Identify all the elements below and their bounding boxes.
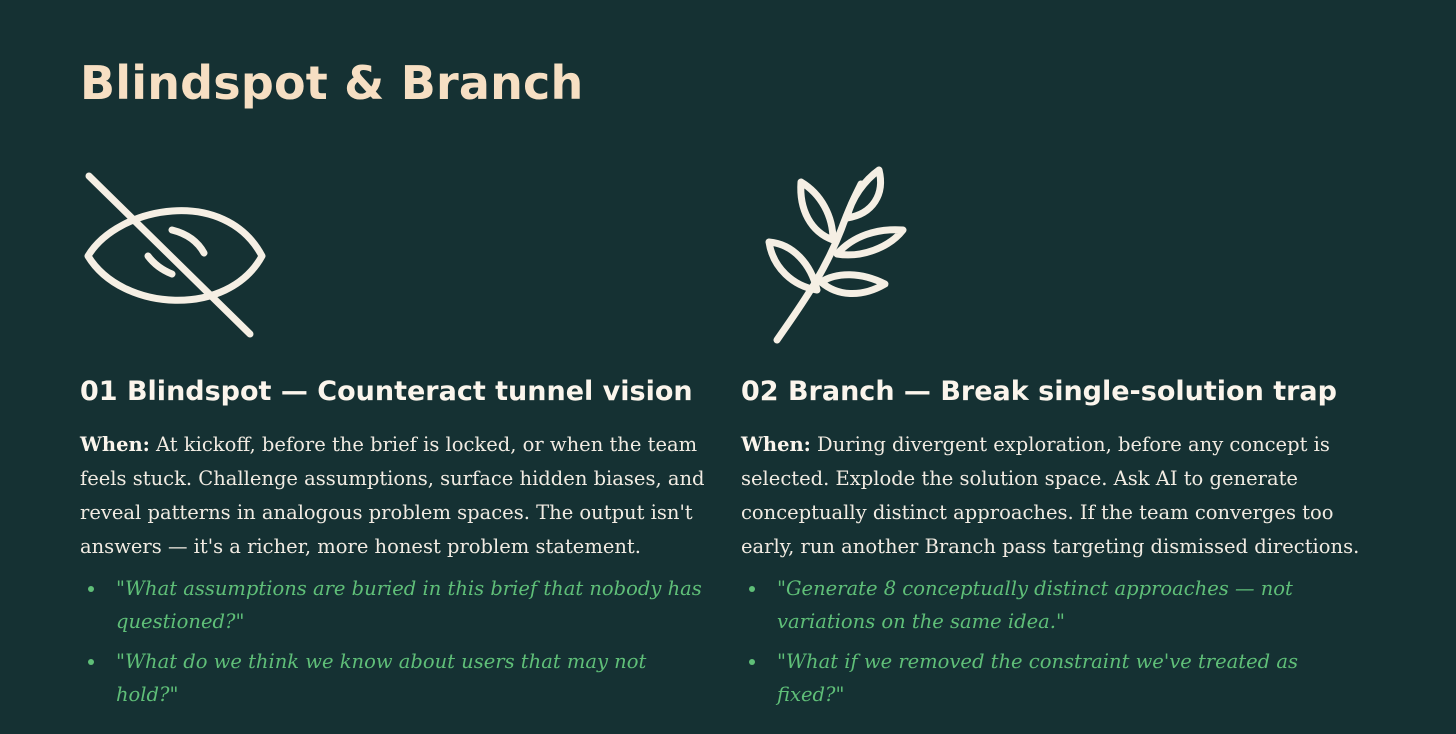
bullet-dot — [749, 659, 755, 665]
prompt-text: "Generate 8 conceptually distinct approa… — [777, 577, 1293, 633]
when-label: When: — [741, 433, 811, 456]
leafy-branch-icon — [765, 166, 907, 344]
prompt-item: "What if we removed the constraint we've… — [741, 645, 1371, 711]
section-description: When: At kickoff, before the brief is lo… — [80, 428, 710, 564]
prompt-item: "What do we think we know about users th… — [80, 645, 710, 711]
prompt-text: "What do we think we know about users th… — [116, 650, 647, 706]
bullet-dot — [88, 659, 94, 665]
page-title: Blindspot & Branch — [80, 56, 584, 110]
section-heading: 01 Blindspot — Counteract tunnel vision — [80, 376, 693, 407]
section-heading: 02 Branch — Break single-solution trap — [741, 376, 1337, 407]
prompt-text: "What if we removed the constraint we've… — [777, 650, 1298, 706]
when-label: When: — [80, 433, 150, 456]
bullet-dot — [749, 586, 755, 592]
description-text: At kickoff, before the brief is locked, … — [80, 433, 705, 558]
prompt-text: "What assumptions are buried in this bri… — [116, 577, 702, 633]
prompt-list: "What assumptions are buried in this bri… — [80, 572, 710, 718]
description-text: During divergent exploration, before any… — [741, 433, 1360, 558]
section-description: When: During divergent exploration, befo… — [741, 428, 1371, 564]
prompt-item: "Generate 8 conceptually distinct approa… — [741, 572, 1371, 638]
prompt-list: "Generate 8 conceptually distinct approa… — [741, 572, 1371, 718]
bullet-dot — [88, 586, 94, 592]
eye-slash-icon — [84, 172, 266, 338]
prompt-item: "What assumptions are buried in this bri… — [80, 572, 710, 638]
